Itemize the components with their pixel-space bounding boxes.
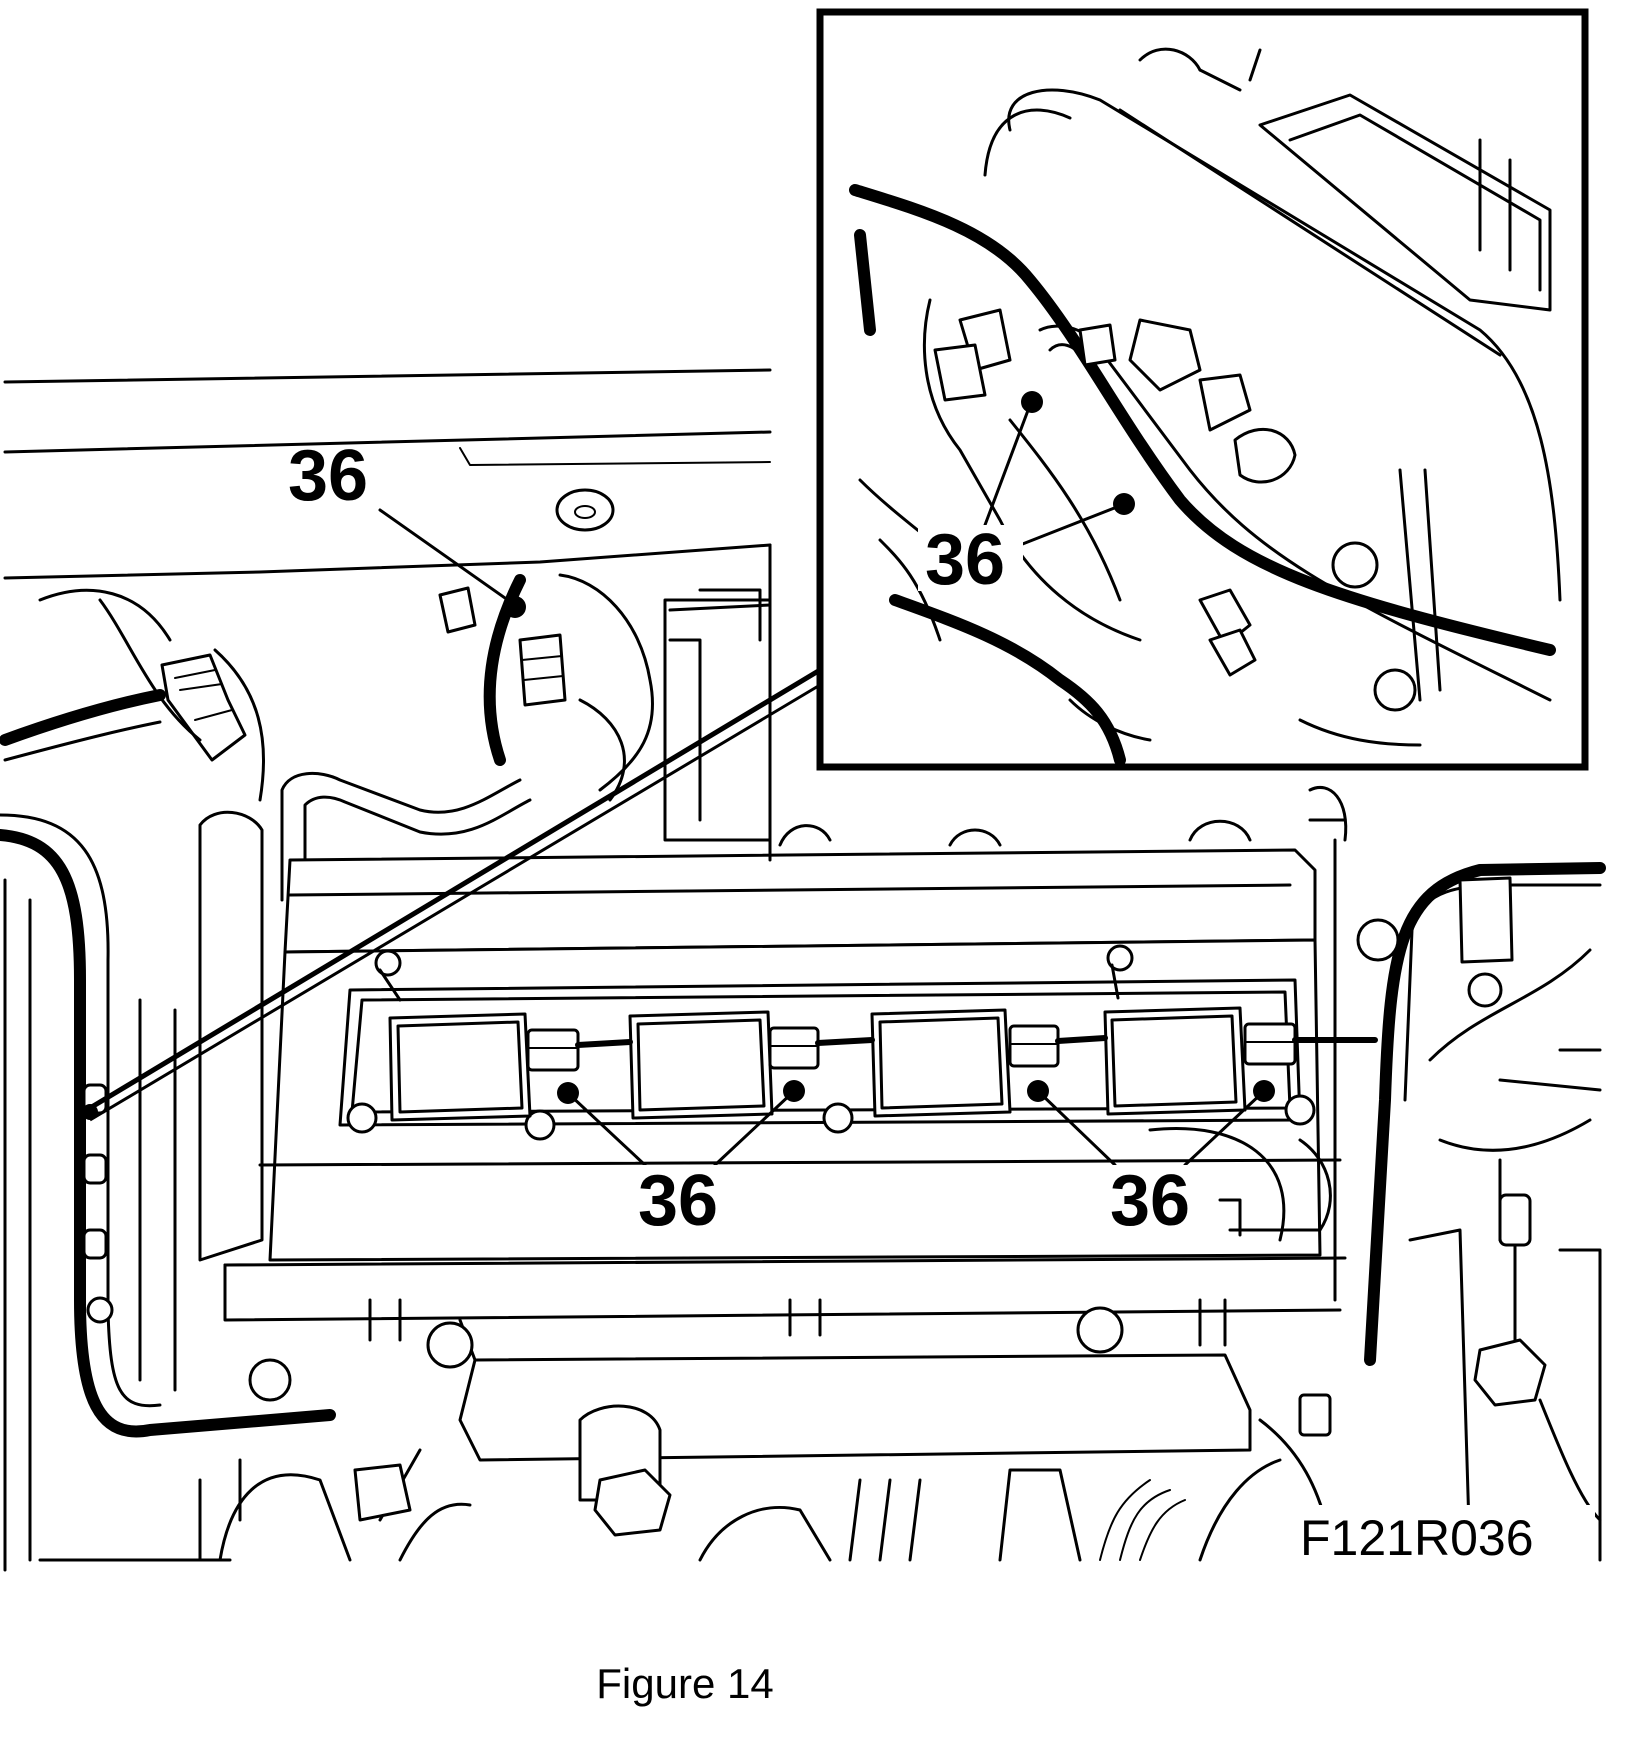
callout-36-coils-left: 36 (638, 1161, 718, 1241)
inset-detail (816, 8, 1589, 771)
figure-id: F121R036 (1300, 1510, 1534, 1566)
figure-caption: Figure 14 (596, 1660, 774, 1707)
callout-36-inset: 36 (925, 520, 1005, 600)
callout-36-coils-right: 36 (1110, 1161, 1190, 1241)
callout-36-top: 36 (288, 436, 368, 516)
ignition-coils (388, 1006, 1378, 1122)
leader-lines (82, 391, 1275, 1167)
